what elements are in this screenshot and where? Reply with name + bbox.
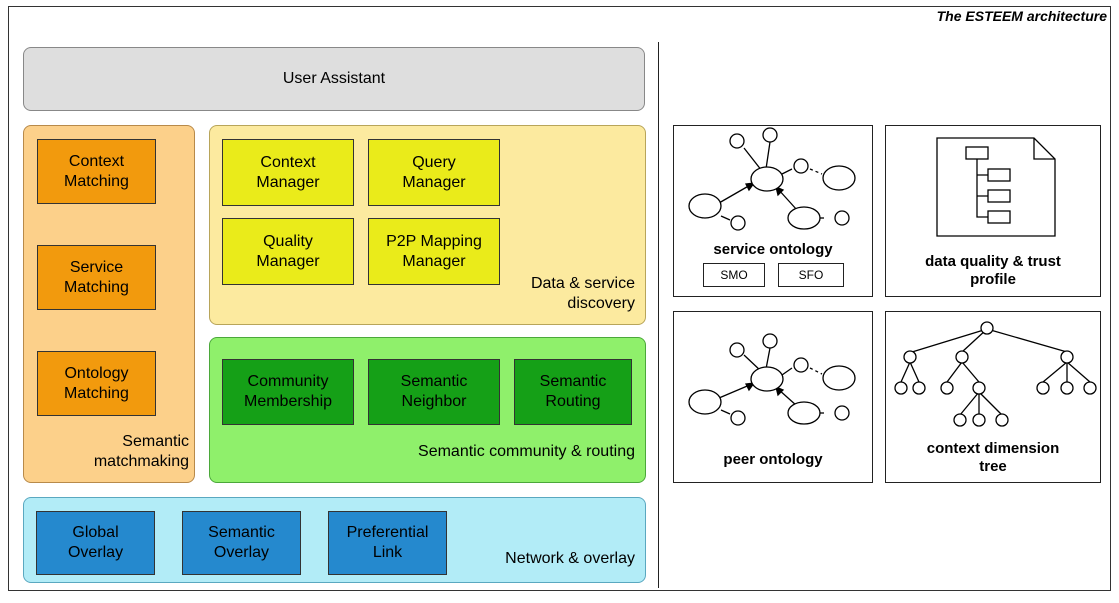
label-line: data quality & trust bbox=[925, 253, 1061, 270]
module-line: Quality bbox=[263, 232, 313, 250]
label-line: context dimension bbox=[926, 440, 1060, 457]
user-assistant-layer: User Assistant bbox=[23, 47, 645, 111]
context-dimension-label: context dimension tree bbox=[886, 440, 1100, 476]
label-line: discovery bbox=[567, 295, 635, 312]
module-line: Manager bbox=[402, 173, 466, 191]
smo-chip: SMO bbox=[703, 263, 765, 287]
semantic-community-label: Semantic community & routing bbox=[418, 443, 635, 460]
ontology-graph-icon bbox=[688, 333, 856, 426]
service-ontology-panel: service ontology SMO SFO bbox=[673, 125, 873, 297]
module-line: Context bbox=[260, 153, 316, 171]
module-line: Context bbox=[68, 152, 125, 170]
module-line: Link bbox=[372, 544, 403, 561]
module-line: Manager bbox=[402, 252, 466, 270]
module-line: Semantic bbox=[208, 524, 275, 541]
module-line: Semantic bbox=[400, 373, 468, 390]
module-line: Manager bbox=[256, 173, 320, 191]
label-line: Semantic bbox=[122, 433, 189, 450]
module-line: Overlay bbox=[213, 544, 270, 561]
module-line: Membership bbox=[243, 393, 333, 410]
data-quality-panel: data quality & trust profile bbox=[885, 125, 1101, 297]
module-line: Neighbor bbox=[401, 393, 467, 410]
data-service-discovery-label: Data & service discovery bbox=[531, 274, 635, 314]
module-line: P2P Mapping bbox=[386, 232, 482, 250]
module-line: Ontology bbox=[64, 364, 129, 382]
module-line: Matching bbox=[64, 172, 129, 190]
module-line: Routing bbox=[545, 393, 601, 410]
module-line: Query bbox=[412, 153, 456, 171]
context-dimension-panel: context dimension tree bbox=[885, 311, 1101, 483]
sfo-chip: SFO bbox=[778, 263, 844, 287]
module-line: Semantic bbox=[539, 373, 607, 390]
peer-ontology-panel: peer ontology bbox=[673, 311, 873, 483]
label-line: Data & service bbox=[530, 275, 635, 292]
document-icon bbox=[936, 137, 1056, 237]
module-line: Matching bbox=[64, 384, 129, 402]
vertical-divider bbox=[658, 42, 659, 588]
module-line: Service bbox=[69, 258, 124, 276]
module-line: Preferential bbox=[346, 524, 429, 541]
label-line: profile bbox=[970, 271, 1016, 288]
network-overlay-label: Network & overlay bbox=[505, 550, 635, 567]
module-line: Overlay bbox=[67, 544, 124, 561]
label-line: matchmaking bbox=[93, 453, 189, 470]
peer-ontology-label: peer ontology bbox=[723, 451, 823, 468]
module-line: Global bbox=[72, 524, 119, 541]
module-line: Manager bbox=[256, 252, 320, 270]
label-line: tree bbox=[979, 458, 1007, 475]
diagram-title: The ESTEEM architecture bbox=[936, 8, 1107, 24]
tree-icon bbox=[894, 321, 1097, 427]
module-line: Matching bbox=[64, 278, 129, 296]
data-quality-label: data quality & trust profile bbox=[886, 253, 1100, 289]
ontology-graph-icon bbox=[688, 127, 856, 231]
semantic-matchmaking-label: Semantic matchmaking bbox=[94, 432, 189, 472]
service-ontology-label: service ontology bbox=[713, 241, 833, 258]
module-line: Community bbox=[247, 373, 329, 390]
